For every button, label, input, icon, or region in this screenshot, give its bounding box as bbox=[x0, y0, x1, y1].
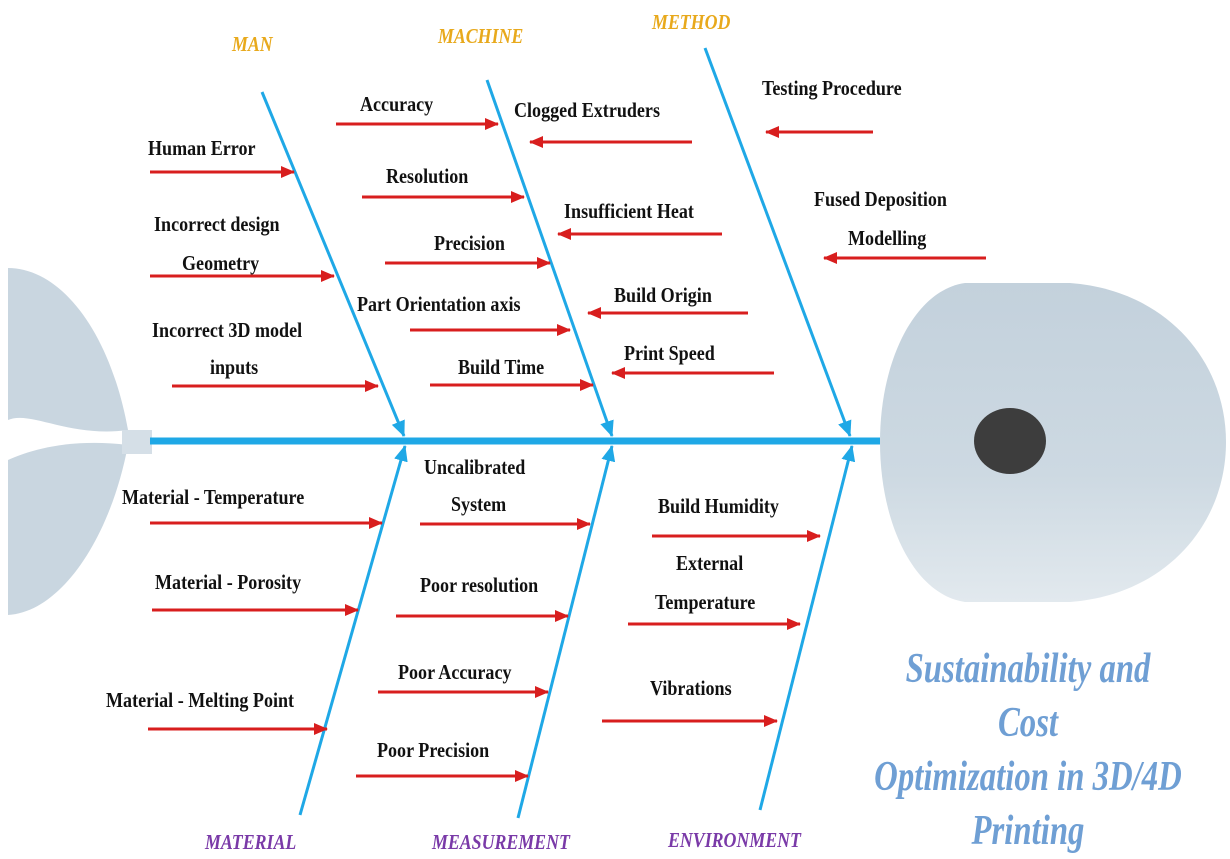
cause-clogged-extruders: Clogged Extruders bbox=[514, 98, 660, 122]
category-method: METHOD bbox=[652, 10, 731, 34]
cause-vibrations: Vibrations bbox=[650, 676, 732, 700]
cause-incorrect-design: Incorrect design bbox=[154, 212, 280, 236]
bone-environment bbox=[758, 445, 856, 811]
category-environment: ENVIRONMENT bbox=[668, 828, 801, 852]
cause-poor-accuracy: Poor Accuracy bbox=[398, 660, 512, 684]
category-machine: MACHINE bbox=[438, 24, 524, 48]
effect-title-line-3: Printing bbox=[971, 808, 1085, 854]
bone-machine bbox=[485, 79, 614, 437]
cause-external: External bbox=[676, 551, 744, 575]
effect-title: Sustainability and Cost Optimization in … bbox=[872, 642, 1184, 858]
cause-modelling: Modelling bbox=[848, 226, 927, 250]
cause-poor-resolution: Poor resolution bbox=[420, 573, 539, 597]
cause-material-porosity: Material - Porosity bbox=[155, 570, 302, 594]
cause-build-time: Build Time bbox=[458, 355, 545, 379]
bone-measurement bbox=[516, 445, 616, 819]
cause-incorrect-3d-model: Incorrect 3D model bbox=[152, 318, 303, 342]
cause-precision: Precision bbox=[434, 231, 505, 255]
cause-testing-procedure: Testing Procedure bbox=[762, 76, 902, 100]
category-material: MATERIAL bbox=[205, 830, 297, 854]
category-man: MAN bbox=[232, 32, 273, 56]
effect-title-line-2: Optimization in 3D/4D bbox=[874, 754, 1182, 800]
cause-build-origin: Build Origin bbox=[614, 283, 712, 307]
bone-method bbox=[703, 47, 852, 437]
cause-human-error: Human Error bbox=[148, 136, 256, 160]
fish-tail-joint bbox=[122, 430, 152, 454]
cause-material-melting-point: Material - Melting Point bbox=[106, 688, 295, 712]
fish-head bbox=[880, 283, 1226, 602]
bone-material bbox=[298, 445, 408, 816]
effect-title-line-1: Sustainability and Cost bbox=[905, 646, 1151, 746]
cause-geometry: Geometry bbox=[182, 251, 260, 275]
cause-resolution: Resolution bbox=[386, 164, 469, 188]
cause-fused-deposition: Fused Deposition bbox=[814, 187, 947, 211]
cause-accuracy: Accuracy bbox=[360, 92, 434, 116]
cause-insufficient-heat: Insufficient Heat bbox=[564, 199, 694, 223]
cause-inputs: inputs bbox=[210, 355, 259, 379]
fish-eye bbox=[974, 408, 1046, 474]
cause-build-humidity: Build Humidity bbox=[658, 494, 779, 518]
cause-temperature: Temperature bbox=[655, 590, 756, 614]
cause-system: System bbox=[451, 492, 507, 516]
fish-tail-upper bbox=[8, 268, 128, 432]
cause-material-temperature: Material - Temperature bbox=[122, 485, 305, 509]
cause-poor-precision: Poor Precision bbox=[377, 738, 490, 762]
cause-uncalibrated: Uncalibrated bbox=[424, 455, 526, 479]
cause-part-orientation: Part Orientation axis bbox=[357, 292, 521, 316]
cause-print-speed: Print Speed bbox=[624, 341, 715, 365]
bone-man bbox=[260, 91, 406, 437]
category-measurement: MEASUREMENT bbox=[432, 830, 570, 854]
fish-tail-lower bbox=[8, 442, 128, 615]
